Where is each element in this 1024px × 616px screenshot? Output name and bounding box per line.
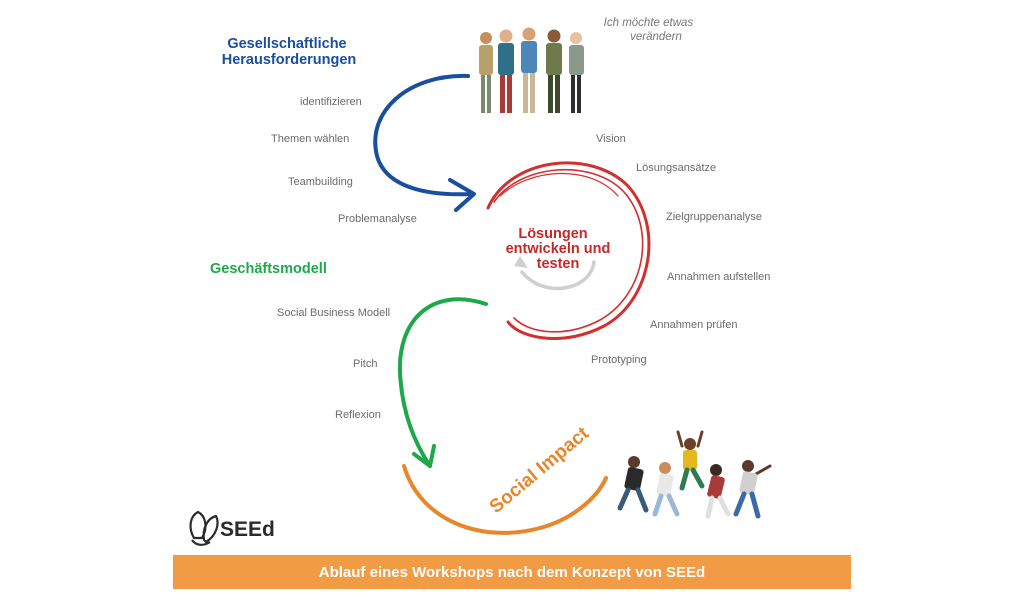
seed-logo-text: SEEd [220, 518, 275, 541]
cycle-arrow-icon [514, 256, 596, 291]
solutions-cycle-circle [486, 161, 651, 340]
step-solution-approaches: Lösungsansätze [636, 162, 716, 174]
seed-logo-icon [189, 510, 219, 546]
challenges-arrowhead [448, 178, 476, 212]
challenges-title-line-2: Herausforderungen [222, 52, 357, 68]
social-impact-label: Social Impact [486, 423, 594, 518]
step-pitch: Pitch [353, 358, 377, 370]
business-arrowhead [412, 444, 436, 468]
step-social-business-model: Social Business Modell [277, 307, 390, 319]
people-group-illustration [479, 27, 584, 113]
quote-line-2: verändern [630, 31, 682, 43]
step-prototyping: Prototyping [591, 354, 647, 366]
business-arrow [397, 297, 488, 468]
center-line-3: testen [537, 256, 580, 272]
step-reflection: Reflexion [335, 409, 381, 421]
step-choose-topics: Themen wählen [271, 133, 349, 145]
step-test-assumptions: Annahmen prüfen [650, 319, 737, 331]
center-label: Lösungen entwickeln und testen [506, 226, 615, 272]
quote-text: Ich möchte etwas verändern [604, 17, 697, 43]
business-model-title: Geschäftsmodell [210, 261, 327, 277]
quote-line-1: Ich möchte etwas [604, 17, 694, 29]
challenges-title-line-1: Gesellschaftliche [227, 36, 346, 52]
center-line-1: Lösungen [518, 226, 587, 242]
step-teambuilding: Teambuilding [288, 176, 353, 188]
footer-text: Ablauf eines Workshops nach dem Konzept … [318, 563, 706, 581]
challenges-arrow [373, 73, 474, 197]
center-line-2: entwickeln und [506, 241, 611, 257]
step-identify: identifizieren [300, 96, 362, 108]
challenges-title: Gesellschaftliche Herausforderungen [222, 36, 357, 68]
step-problem-analysis: Problemanalyse [338, 213, 417, 225]
step-vision: Vision [596, 133, 626, 145]
step-assumptions: Annahmen aufstellen [667, 271, 770, 283]
step-target-group: Zielgruppenanalyse [666, 211, 762, 223]
footer-banner: Ablauf eines Workshops nach dem Konzept … [173, 555, 851, 589]
impact-arc [402, 464, 608, 535]
running-people-illustration [617, 430, 772, 519]
